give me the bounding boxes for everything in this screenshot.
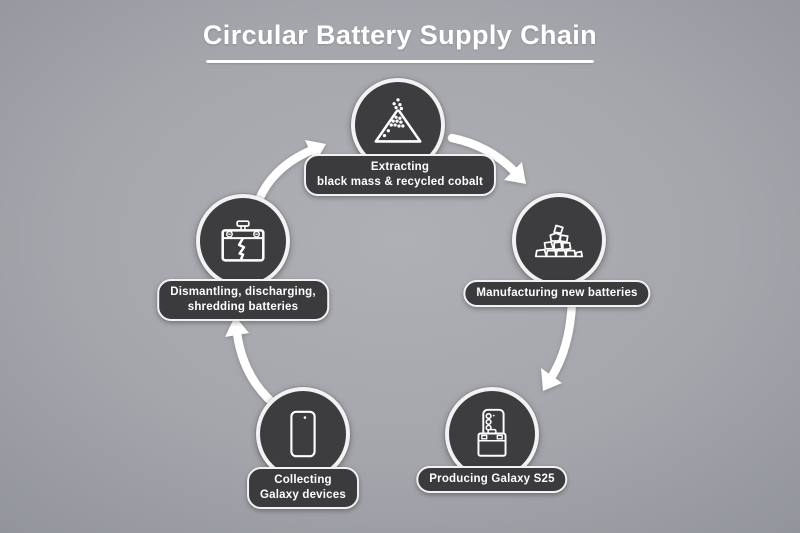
cracked-battery-icon <box>221 220 265 262</box>
manufacturing-label: Manufacturing new batteries <box>463 280 651 307</box>
title-block: Circular Battery Supply Chain <box>0 20 800 63</box>
producing-circle <box>445 387 539 481</box>
galaxy-s25-battery-icon <box>477 408 507 457</box>
dismantling-label: Dismantling, discharging, shredding batt… <box>157 279 329 321</box>
extracting-label: Extracting black mass & recycled cobalt <box>303 154 497 196</box>
node-producing <box>445 387 539 481</box>
arrow-extracting-to-manufacturing <box>447 133 526 184</box>
title-underline <box>206 60 594 63</box>
collecting-label: Collecting Galaxy devices <box>247 467 359 509</box>
manufacturing-circle <box>512 193 606 287</box>
arrow-collecting-to-dismantling <box>225 316 279 409</box>
smartphone-icon <box>290 410 316 458</box>
arrow-manufacturing-to-producing <box>541 297 577 391</box>
producing-label: Producing Galaxy S25 <box>416 466 568 493</box>
raw-material-heap-icon <box>534 224 584 258</box>
node-manufacturing <box>512 193 606 287</box>
black-mass-pile-icon <box>374 98 422 143</box>
node-dismantling <box>196 194 290 288</box>
page-title: Circular Battery Supply Chain <box>202 20 598 50</box>
dismantling-circle <box>196 194 290 288</box>
